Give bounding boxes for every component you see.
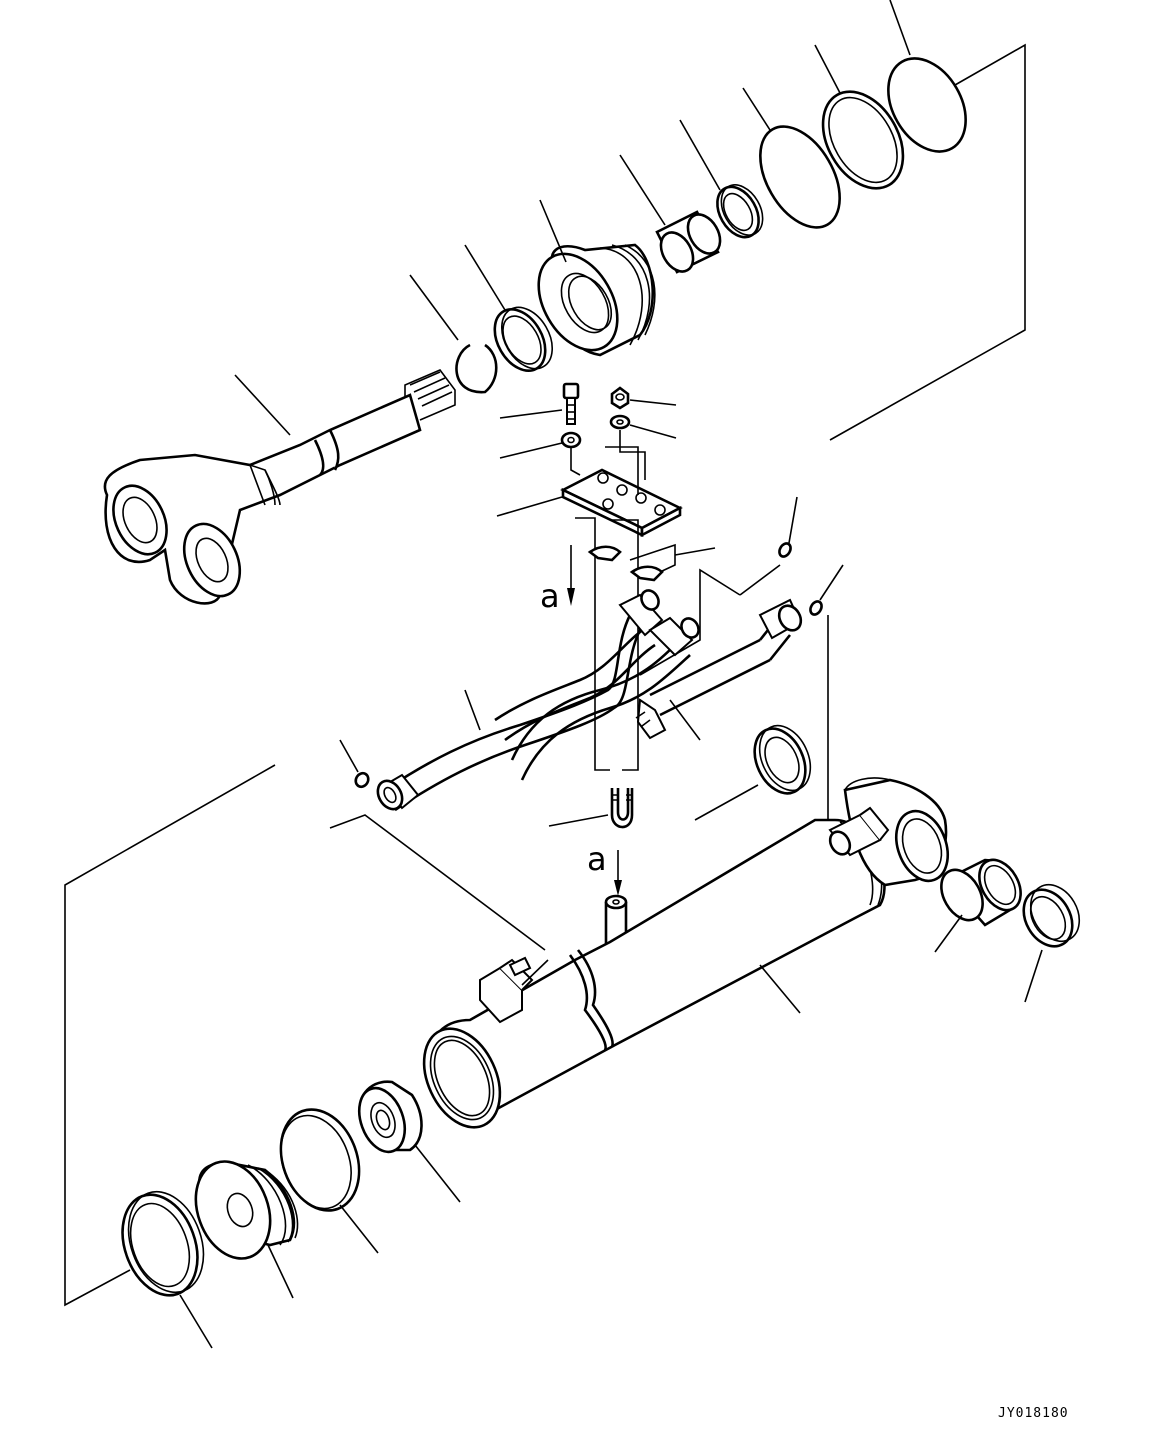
cylinder-bottom-clevis bbox=[843, 777, 949, 887]
piston-nut bbox=[357, 1080, 461, 1203]
small-o-ring-right bbox=[809, 564, 844, 616]
lock-washer bbox=[609, 414, 677, 439]
drawing-id: JY018180 bbox=[998, 1406, 1069, 1421]
washer-left bbox=[499, 431, 582, 459]
piston bbox=[194, 1160, 299, 1299]
view-label-a-bottom: a bbox=[587, 840, 607, 878]
mid-dust-seal bbox=[694, 724, 812, 821]
hose-clip bbox=[587, 543, 716, 582]
bushing bbox=[619, 154, 722, 274]
piston-rod bbox=[103, 369, 456, 605]
pin-bushing bbox=[934, 858, 1022, 953]
grease-fitting bbox=[828, 806, 890, 857]
view-a-top: a bbox=[540, 545, 575, 615]
small-o-ring-left bbox=[339, 739, 370, 789]
boundary-lines bbox=[64, 43, 1026, 1307]
pin-seal bbox=[1022, 883, 1081, 1003]
piston-ring bbox=[279, 1108, 379, 1254]
piston-seal bbox=[121, 1190, 213, 1349]
cylinder-head bbox=[537, 199, 656, 357]
view-a-bottom: a bbox=[587, 840, 622, 896]
bolt bbox=[499, 382, 580, 425]
o-ring-medium bbox=[742, 87, 841, 229]
backup-ring bbox=[814, 44, 905, 190]
u-bolt bbox=[548, 788, 634, 829]
o-ring-large bbox=[887, 0, 967, 153]
wear-ring bbox=[464, 244, 554, 372]
alignment-lines bbox=[570, 430, 646, 771]
small-o-ring-top bbox=[778, 496, 798, 558]
hose-assembly bbox=[376, 564, 803, 812]
snap-ring bbox=[409, 274, 498, 394]
clamp-plate bbox=[496, 468, 683, 538]
nut bbox=[610, 386, 677, 410]
view-label-a-top: a bbox=[540, 577, 560, 615]
dust-seal bbox=[679, 119, 764, 239]
elbow-fitting bbox=[479, 956, 549, 1024]
